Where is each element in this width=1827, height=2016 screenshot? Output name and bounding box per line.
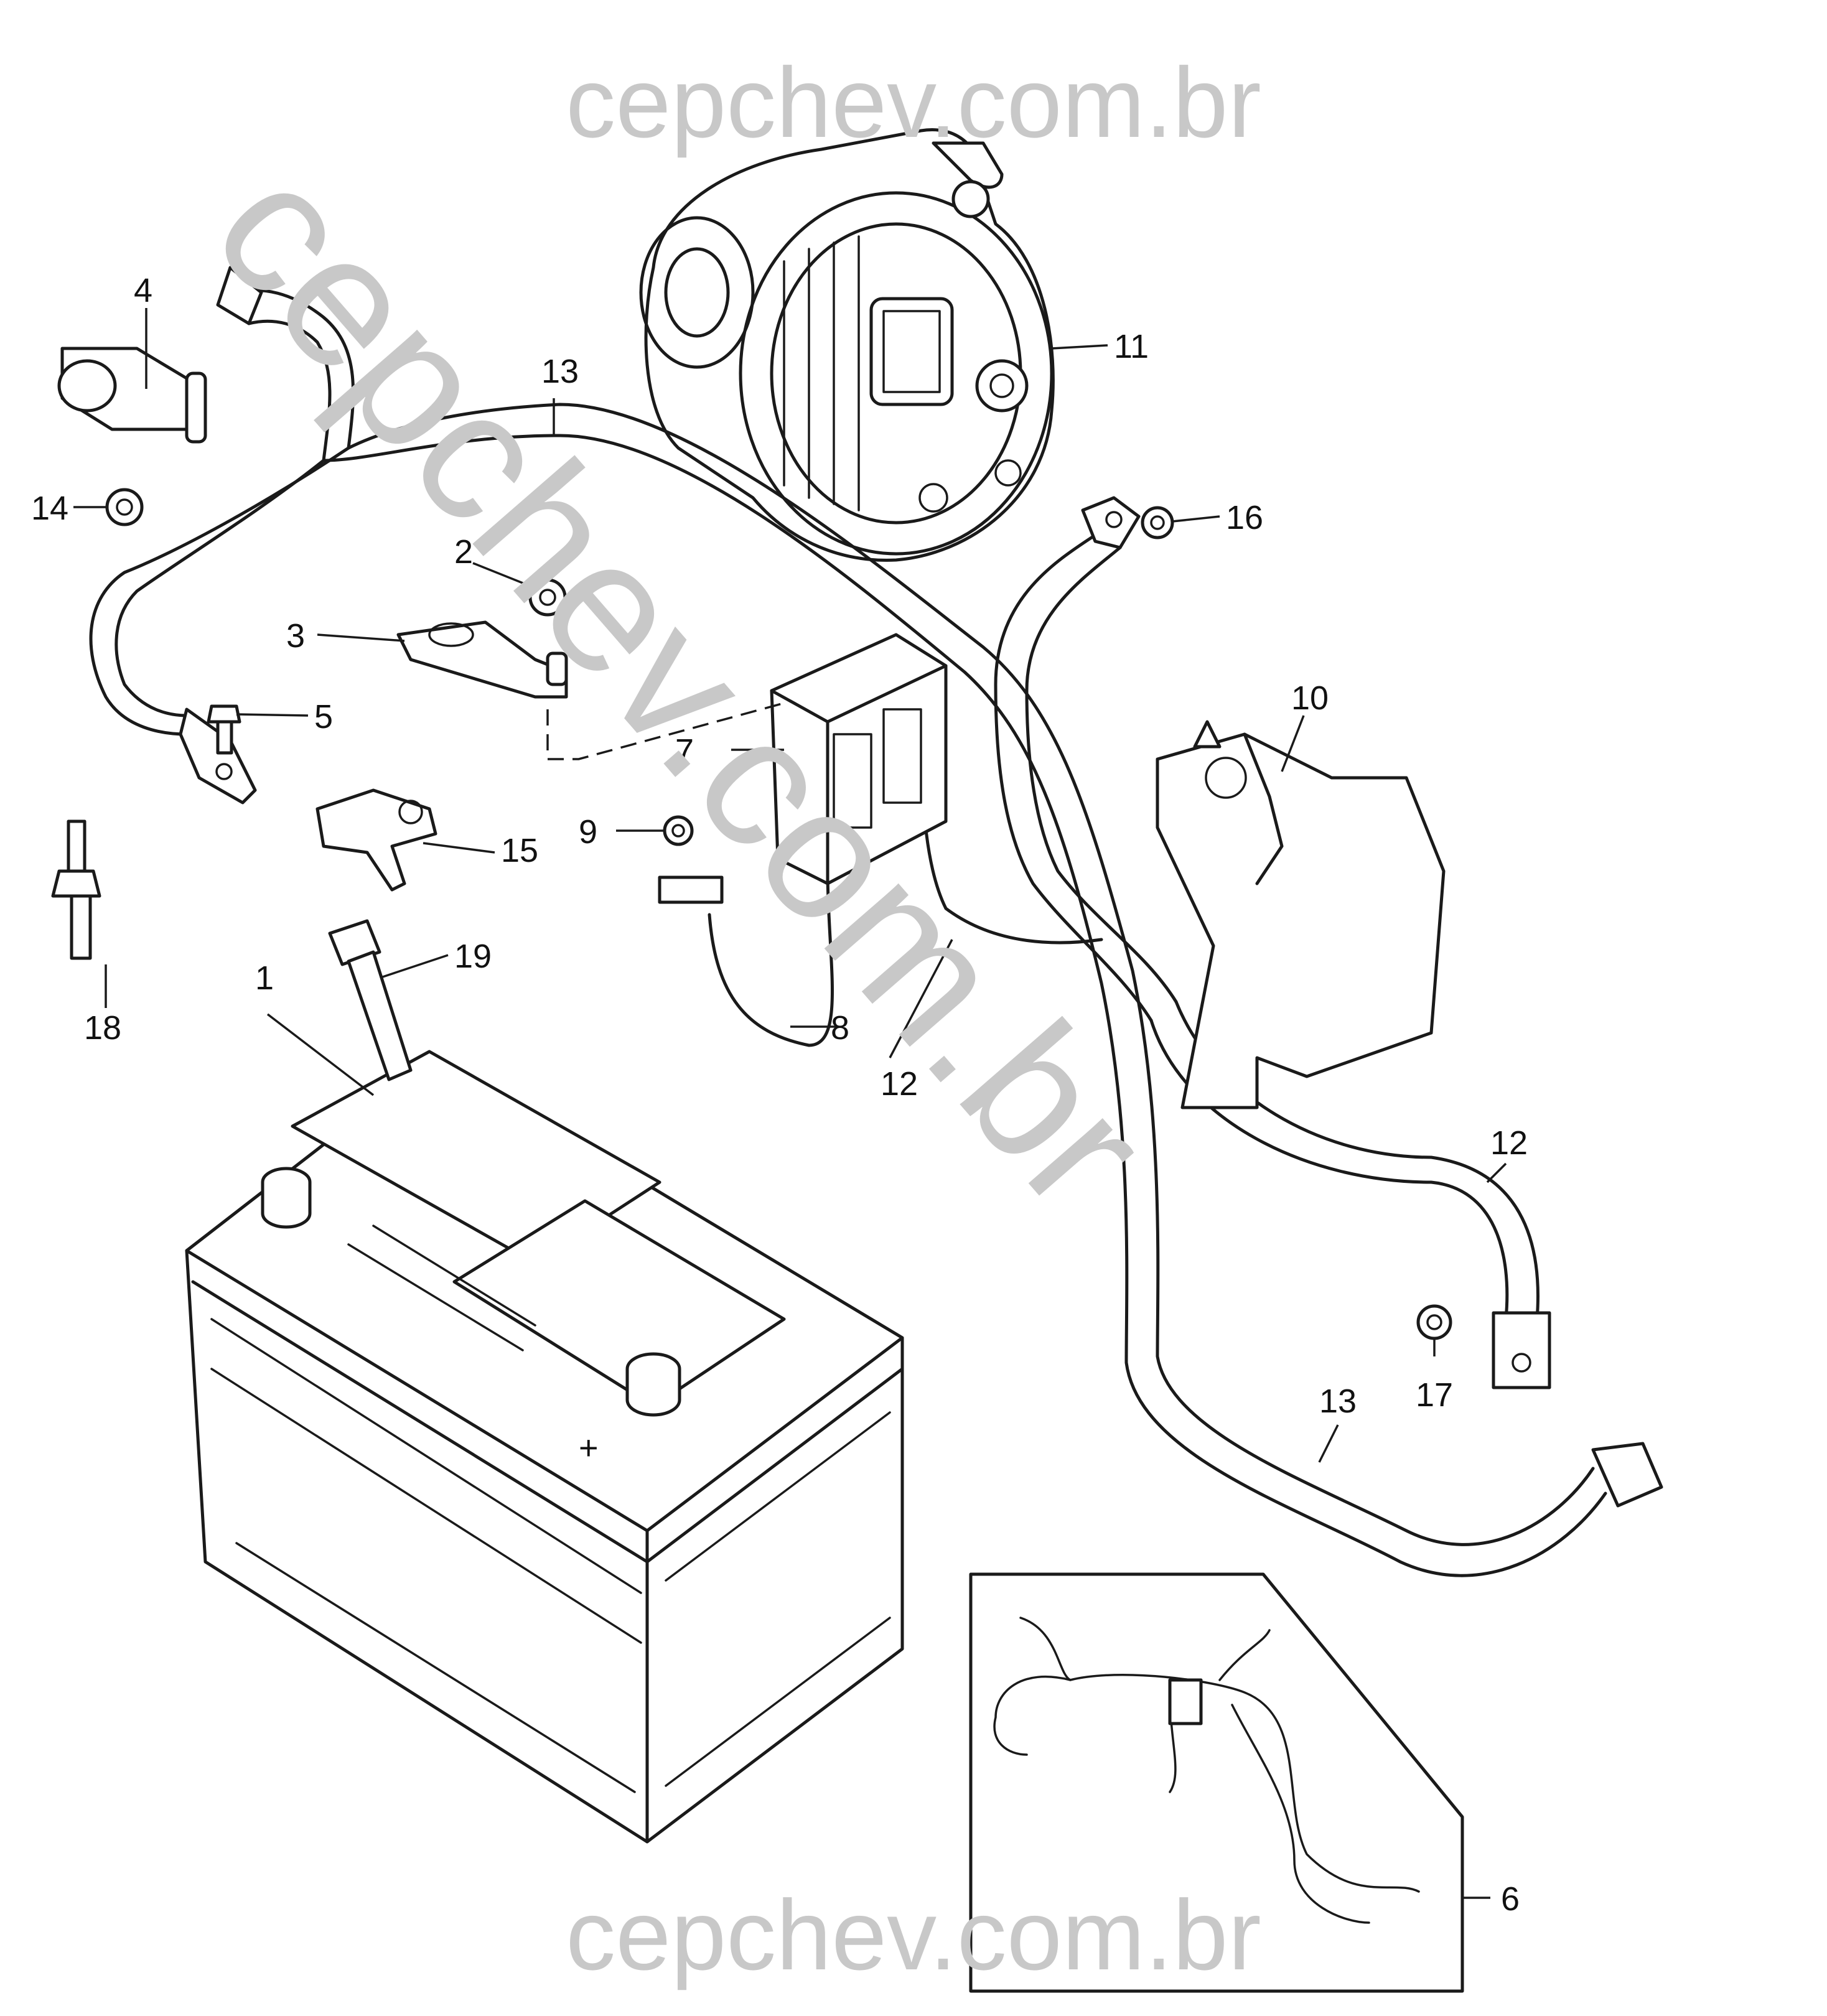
- callout-6: 6: [1501, 1880, 1520, 1918]
- callout-labels: 1 2 3 4 5 6 7 8 9 10 11 12 12 13 13 14 1…: [31, 272, 1528, 1918]
- cable-harness: [89, 266, 1663, 1577]
- callout-18: 18: [84, 1009, 121, 1047]
- callout-12-cable: 12: [1490, 1124, 1528, 1162]
- callout-4: 4: [134, 272, 152, 309]
- callout-15: 15: [501, 832, 538, 869]
- callout-2: 2: [454, 533, 473, 571]
- battery-plus-mark: +: [579, 1429, 599, 1467]
- fuse-block: [770, 633, 948, 885]
- battery: +: [185, 1050, 904, 1844]
- callout-13-bottom: 13: [1319, 1383, 1357, 1420]
- nut-16: [1141, 506, 1174, 539]
- callout-3: 3: [286, 617, 305, 655]
- terminal-3: [396, 620, 568, 699]
- nut-2: [528, 578, 567, 617]
- callout-7: 7: [675, 732, 694, 770]
- alternator: [639, 128, 1055, 562]
- terminal-cover: [1156, 720, 1446, 1109]
- callout-12-fuse: 12: [881, 1065, 918, 1103]
- harness-inset: [969, 1572, 1464, 1993]
- callout-13-top: 13: [541, 353, 579, 390]
- bolt-5: [207, 704, 241, 755]
- leader-lines: [73, 308, 1507, 1899]
- callout-11: 11: [1114, 328, 1149, 365]
- watermark-bottom: cepchev.com.br: [566, 1879, 1261, 1990]
- stud-18: [51, 819, 101, 960]
- clamp-4: [57, 347, 207, 444]
- callout-17: 17: [1416, 1376, 1453, 1414]
- callout-9: 9: [579, 813, 597, 851]
- clip-15: [315, 788, 437, 892]
- callout-5: 5: [314, 698, 333, 735]
- watermark-top: cepchev.com.br: [566, 47, 1261, 158]
- callout-1: 1: [255, 959, 274, 997]
- callout-8: 8: [831, 1009, 849, 1047]
- bolt-19: [328, 919, 413, 1081]
- callout-19: 19: [454, 938, 492, 975]
- nut-17: [1416, 1304, 1452, 1340]
- callout-10: 10: [1291, 679, 1329, 717]
- callout-14: 14: [31, 490, 68, 527]
- callout-16: 16: [1226, 499, 1263, 536]
- nut-14: [105, 488, 144, 526]
